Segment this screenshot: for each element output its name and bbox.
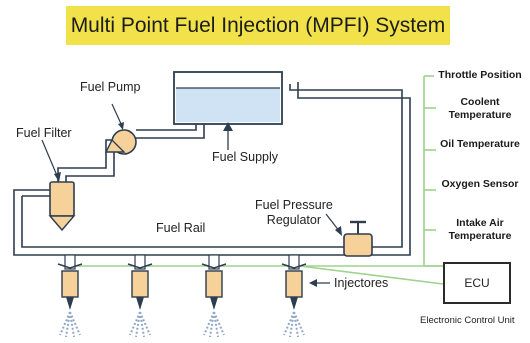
ecu-label: ECU: [464, 276, 490, 290]
injector-1: [57, 254, 83, 338]
injectors: [57, 254, 307, 338]
sensor-intake-air-temperature: Intake Air Temperature: [440, 217, 520, 242]
fuel-pressure-regulator: [325, 213, 373, 257]
injectors-label: Injectores: [334, 276, 389, 290]
sensor-coolent-temperature: Coolent Temperature: [440, 96, 520, 121]
fuel-pump-label: Fuel Pump: [80, 80, 141, 94]
fuel-pressure-regulator-label: Fuel Pressure Regulator: [255, 198, 333, 227]
sensor-oxygen: Oxygen Sensor: [440, 178, 520, 191]
diagram-title-bar: Multi Point Fuel Injection (MPFI) System: [66, 6, 450, 45]
injector-2: [127, 254, 153, 338]
sensor-oil-temperature: Oil Temperature: [440, 138, 520, 151]
diagram-title: Multi Point Fuel Injection (MPFI) System: [70, 13, 446, 37]
fuel-filter-label: Fuel Filter: [16, 126, 72, 140]
fuel-supply-label: Fuel Supply: [212, 150, 279, 164]
fuel-pump: [104, 103, 137, 155]
fuel-filter: [41, 139, 76, 232]
fuel-rail-label: Fuel Rail: [156, 221, 206, 235]
injector-4: [281, 254, 307, 338]
fuel-tank: [173, 71, 283, 150]
injectors-arrow: [309, 279, 330, 287]
ecu-caption: Electronic Control Unit: [420, 315, 515, 326]
sensor-throttle-position: Throttle Position: [434, 69, 526, 82]
injector-3: [201, 254, 227, 338]
ecu-box: ECU: [443, 262, 511, 304]
